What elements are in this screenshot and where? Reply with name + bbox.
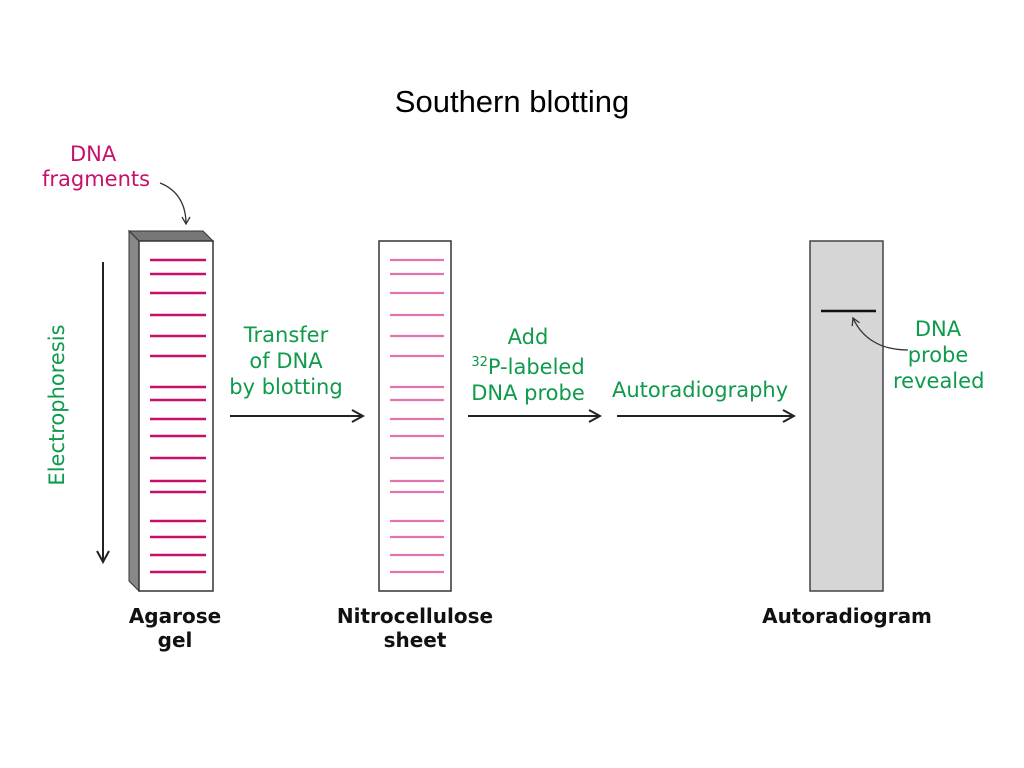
dna-fragments-pointer — [159, 182, 191, 226]
electrophoresis-label: Electrophoresis — [45, 324, 69, 486]
gel-bands — [150, 258, 206, 574]
autoradiogram-caption: Autoradiogram — [762, 604, 932, 628]
agarose-gel-caption: Agarose gel — [128, 604, 222, 652]
probe-revealed-pointer — [851, 316, 909, 351]
transfer-label: Transfer of DNA by blotting — [229, 323, 343, 399]
slide-title: Southern blotting — [394, 84, 630, 119]
nitrocellulose-sheet — [378, 240, 452, 592]
autoradiogram-film — [809, 240, 884, 592]
dna-fragments-label: DNA fragments — [42, 142, 151, 191]
autoradiography-label: Autoradiography — [612, 378, 789, 402]
agarose-gel — [127, 229, 215, 593]
add-probe-label: Add 32P-labeled DNA probe — [471, 325, 585, 405]
probe-revealed-label: DNA probe revealed — [893, 317, 985, 393]
nitrocellulose-sheet-caption: Nitrocellulose sheet — [336, 604, 494, 652]
sheet-bands — [390, 258, 444, 574]
